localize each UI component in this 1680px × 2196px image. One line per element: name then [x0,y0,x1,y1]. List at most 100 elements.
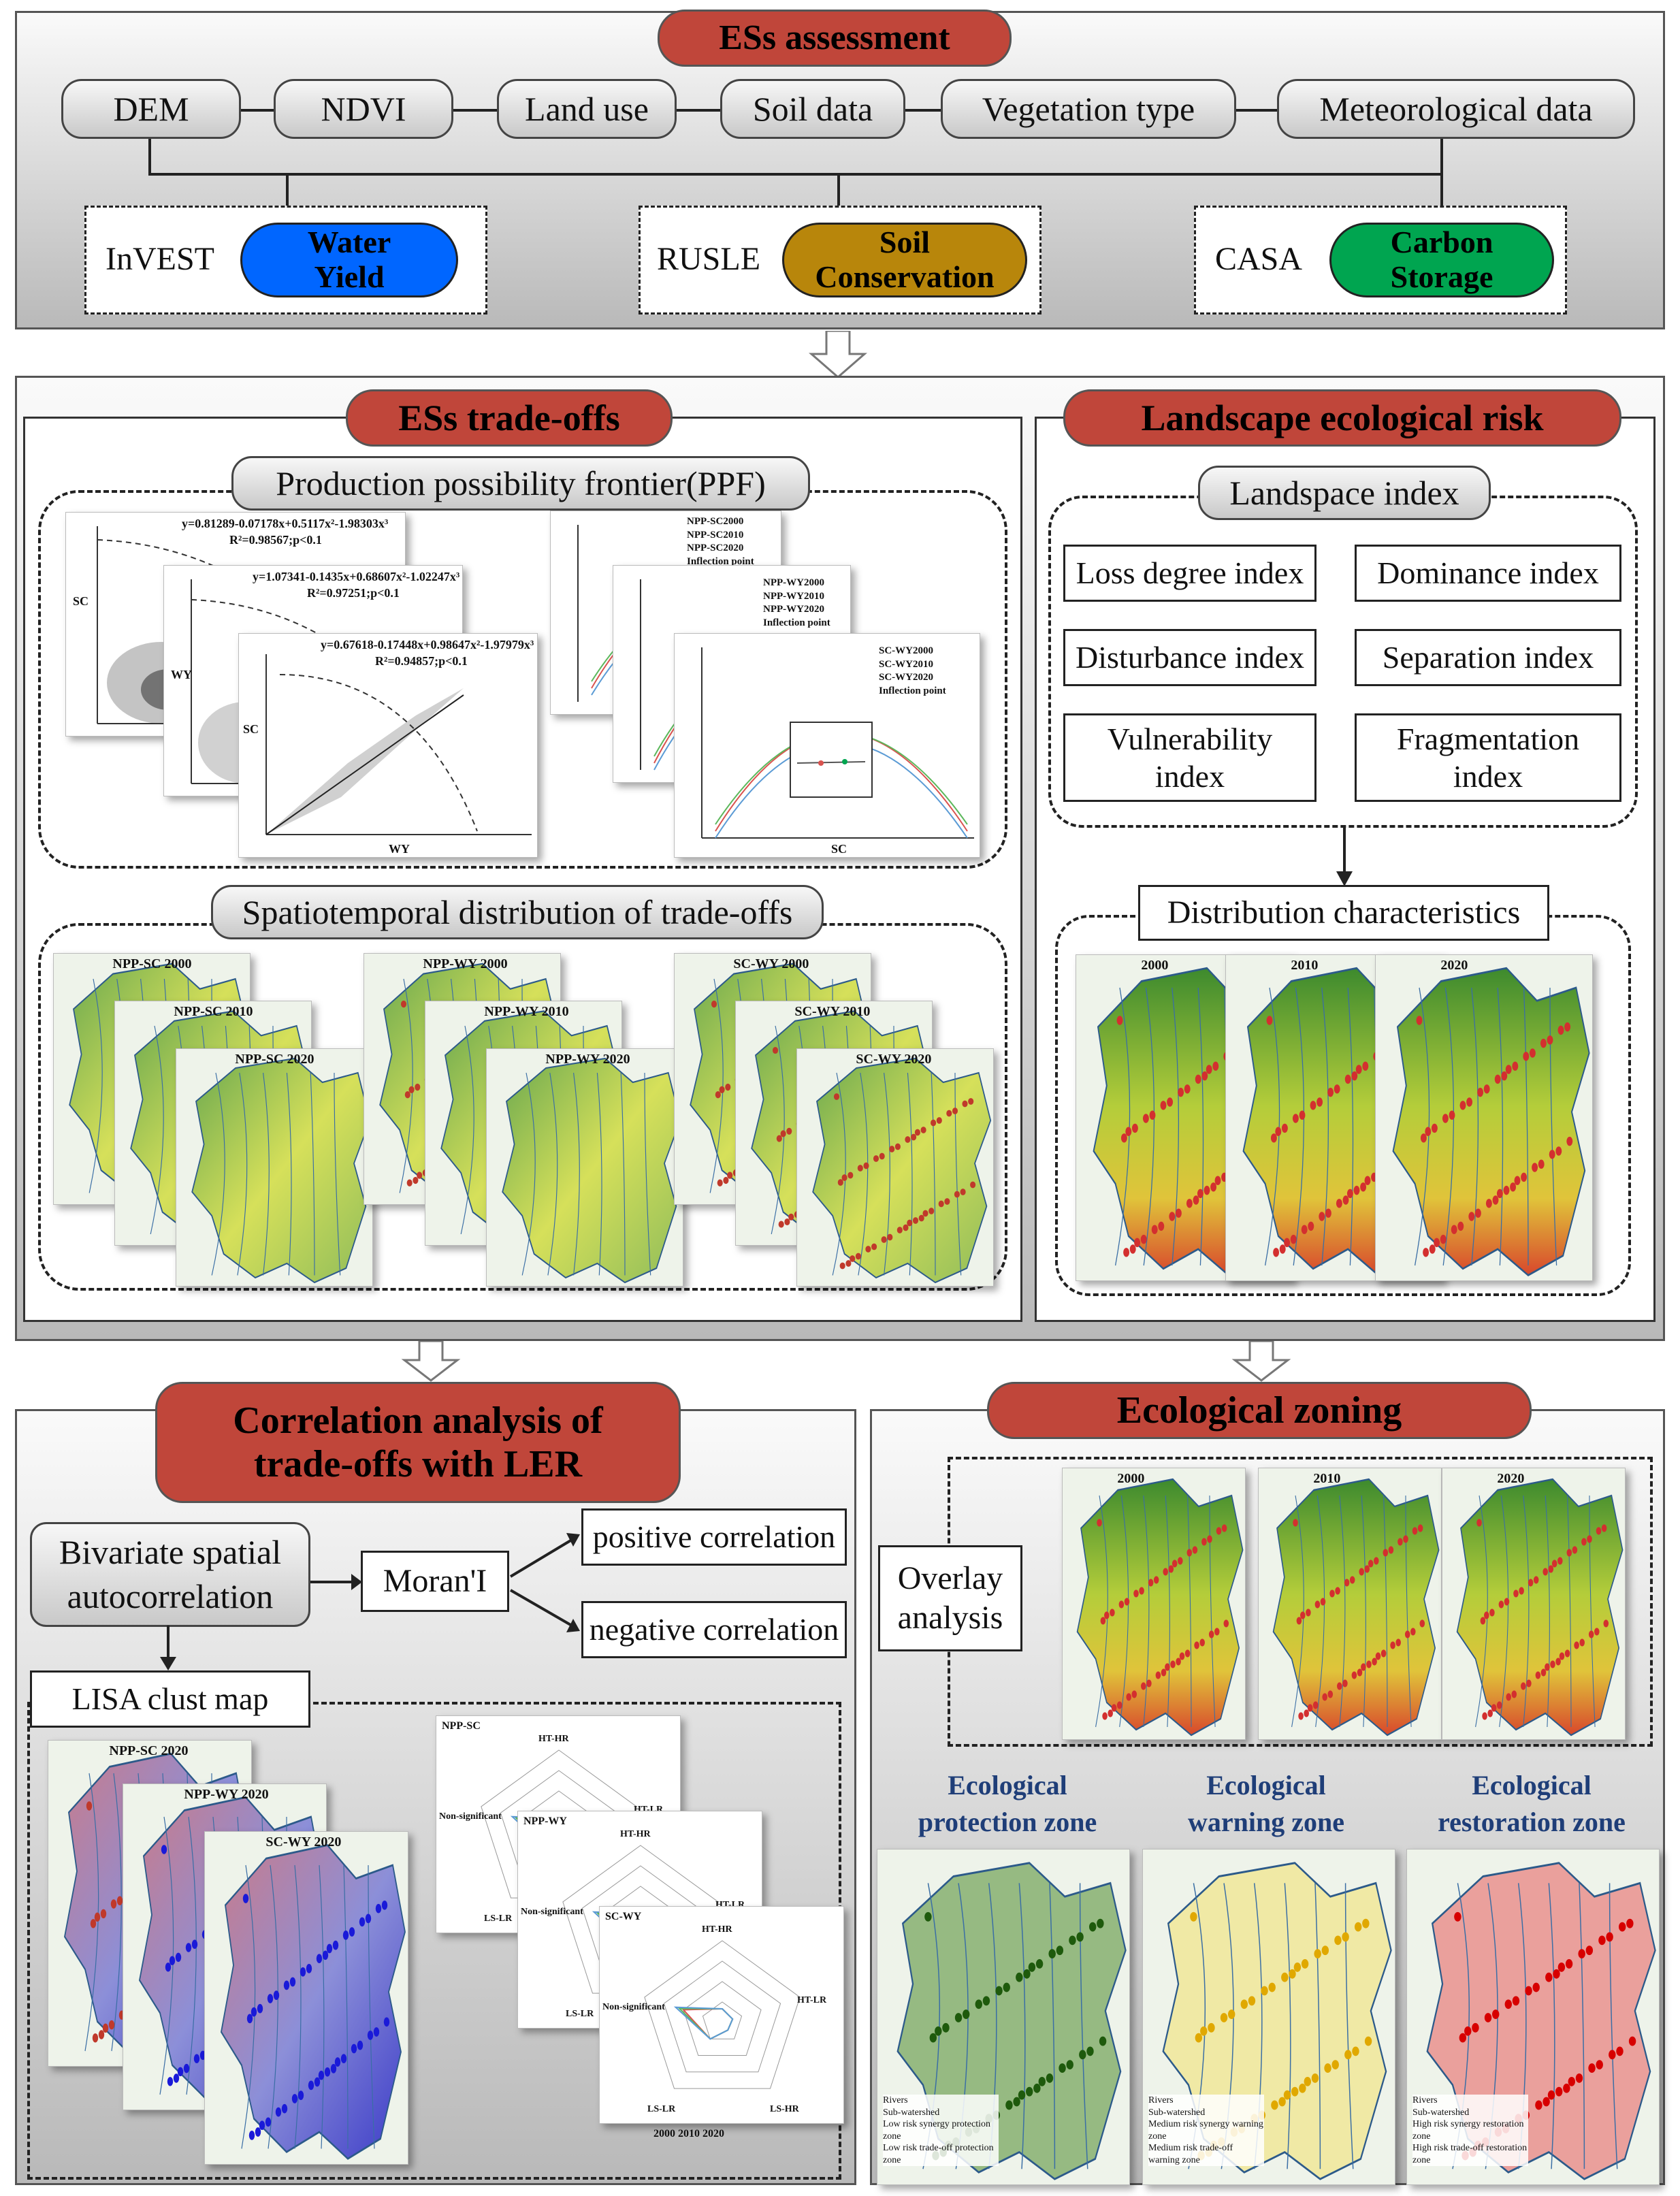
model-label-casa: CASA [1215,241,1303,277]
zoning-title: Ecological zoning [987,1382,1532,1439]
radar-axis-2-3: LS-LR [647,2104,676,2114]
service-soil-conservation-label: Soil Conservation [815,225,995,294]
spatio-title: Spatiotemporal distribution of trade-off… [211,885,824,939]
radar-legend: 2000 2010 2020 [653,2128,724,2140]
zoning-overlay-map-2020-label: 2020 [1497,1471,1525,1486]
radar-axis-1-0: HT-HR [620,1829,651,1839]
tradeoff-map-2-1-label: SC-WY 2010 [794,1004,871,1019]
model-bus-line [148,173,1442,176]
input-meteorological-data: Meteorological data [1277,79,1635,139]
ppf-eq-3: y=0.67618-0.17448x+0.98647x²-1.97979x³ [321,638,534,651]
distribution-title: Distribution characteristics [1138,885,1549,941]
ppf-r2-3: R²=0.94857;p<0.1 [375,654,468,668]
input-ndvi: NDVI [274,79,453,139]
down-arrow-3 [1231,1341,1291,1382]
radar-axis-2-2: LS-HR [770,2104,799,2114]
correlation-title: Correlation analysis of trade-offs with … [155,1382,681,1503]
lisa-map-sc-wy-label: SC-WY 2020 [265,1835,342,1850]
radar-axis-0-0: HT-HR [538,1734,569,1744]
service-soil-conservation: Soil Conservation [782,223,1027,297]
moran-box: Moran'I [361,1551,509,1612]
bivariate-box: Bivariate spatial autocorrelation [30,1522,310,1627]
service-carbon-storage-label: Carbon Storage [1390,225,1493,294]
index-dominance: Dominance index [1355,545,1621,602]
service-water-yield: Water Yield [240,223,458,297]
radar-axis-2-4: Non-significant [602,2002,665,2012]
zoning-overlay-map-2020: 2020 [1442,1468,1626,1740]
ler-title: Landscape ecological risk [1063,389,1621,447]
tradeoff-map-0-2: NPP-SC 2020 [176,1048,373,1287]
lisa-map-sc-wy: SC-WY 2020 [204,1831,408,2165]
zone-title-restoration: Ecological restoration zone [1438,1770,1626,1837]
radar-title-1: NPP-WY [523,1815,567,1827]
model-box-rusle: RUSLE Soil Conservation [639,206,1041,314]
lisa-map-npp-sc-label: NPP-SC 2020 [109,1743,189,1758]
ppf-ylabel-1: SC [73,594,89,608]
tradeoff-map-0-2-label: NPP-SC 2020 [235,1052,314,1067]
down-arrow-1 [808,331,868,378]
tradeoff-map-1-0-label: NPP-WY 2000 [423,956,508,971]
ess-assessment-title: ESs assessment [658,10,1012,67]
ppf-title: Production possibility frontier(PPF) [231,456,810,511]
meteo-drop-line [1440,136,1443,174]
dem-drop-line [148,136,151,174]
lisa-title: LISA clust map [30,1670,310,1728]
radar-title-2: SC-WY [605,1911,642,1922]
radar-axis-2-1: HT-LR [797,1995,827,2005]
model-label-rusle: RUSLE [657,241,761,277]
tradeoff-map-1-2-label: NPP-WY 2020 [545,1052,630,1067]
model-drop-2 [837,173,840,206]
input-land-use: Land use [497,79,677,139]
ppf-xlabel: WY [389,842,410,856]
lisa-arrow [160,1626,176,1670]
ppf-r2-1: R²=0.98567;p<0.1 [229,533,322,547]
zoning-overlay-map-2000: 2000 [1062,1468,1246,1740]
index-vulnerability: Vulnerability index [1063,713,1316,802]
tradeoff-map-0-0-label: NPP-SC 2000 [112,956,192,971]
landscape-index-title: Landspace index [1198,466,1491,520]
radar-title-0: NPP-SC [442,1720,481,1732]
radar-axis-0-3: LS-LR [484,1914,513,1924]
input-soil-data: Soil data [720,79,905,139]
overlay-box: Overlay analysis [878,1545,1022,1651]
ppf-eq-1: y=0.81289-0.07178x+0.5117x²-1.98303x³ [182,517,389,530]
radar-axis-2-0: HT-HR [702,1924,732,1935]
tradeoff-map-1-1-label: NPP-WY 2010 [484,1004,569,1019]
inflection-xlabel: SC [831,842,847,856]
tradeoff-map-2-2-label: SC-WY 2020 [856,1052,932,1067]
index-fragmentation: Fragmentation index [1355,713,1621,802]
radar-axis-1-4: Non-significant [521,1907,583,1917]
zone-title-warning: Ecological warning zone [1188,1770,1344,1837]
ler-map-2000-label: 2000 [1141,958,1169,973]
negative-correlation-box: negative correlation [581,1601,847,1658]
index-separation: Separation index [1355,629,1621,686]
model-drop-3 [1440,173,1443,206]
down-arrow-2 [401,1341,461,1382]
ppf-ylabel-2: WY [171,668,192,681]
ppf-r2-2: R²=0.97251;p<0.1 [307,586,400,600]
positive-correlation-box: positive correlation [581,1508,847,1566]
service-water-yield-label: Water Yield [307,225,391,294]
index-loss-degree: Loss degree index [1063,545,1316,602]
model-label-invest: InVEST [106,241,214,277]
model-box-casa: CASA Carbon Storage [1194,206,1567,314]
radar-card-2: SC-WY HT-HR HT-LR LS-HR LS-LR Non-significant [599,1906,844,2124]
input-dem: DEM [61,79,241,139]
ler-map-2010-label: 2010 [1291,958,1319,973]
ppf-eq-2: y=1.07341-0.1435x+0.68607x²-1.02247x³ [253,570,460,583]
ler-arrow-down [1336,826,1353,886]
tradeoff-map-0-1-label: NPP-SC 2010 [174,1004,253,1019]
ler-map-2020-label: 2020 [1440,958,1468,973]
tradeoff-map-2-0-label: SC-WY 2000 [733,956,809,971]
ler-map-2020: 2020 [1375,954,1593,1281]
